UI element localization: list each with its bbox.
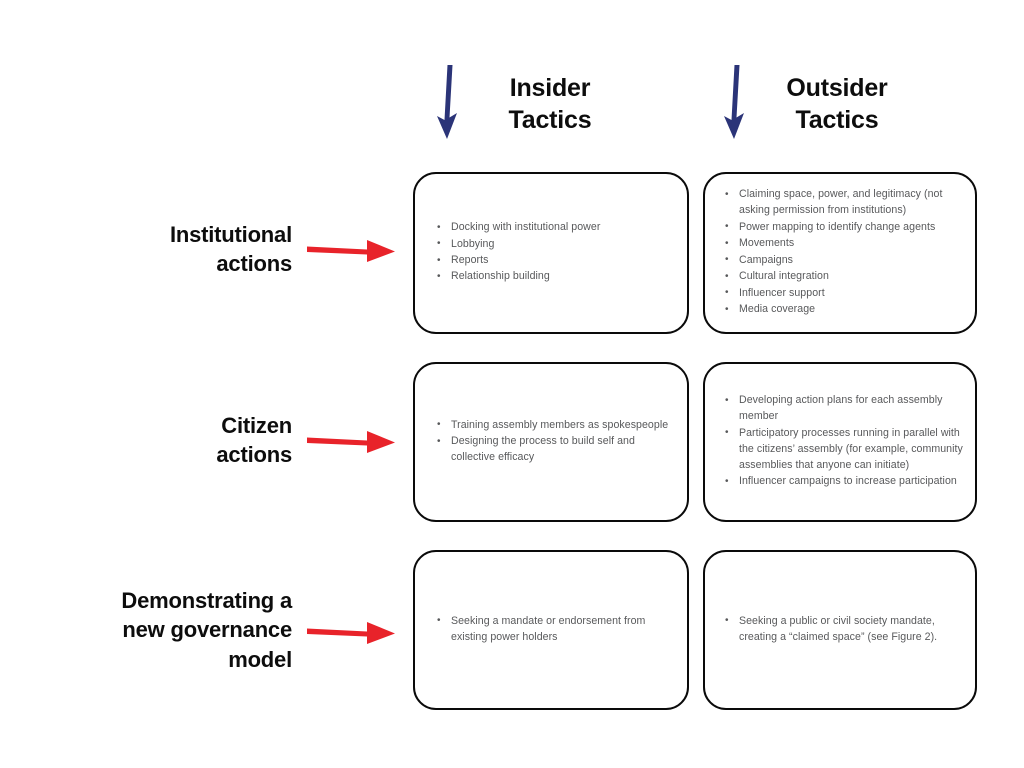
bullet-item: Training assembly members as spokespeopl… [437, 417, 671, 434]
card-outsider-demonstrating-new-governance-model: Seeking a public or civil society mandat… [703, 550, 977, 710]
down-arrow-icon-insider [424, 62, 470, 142]
bullet-item: Power mapping to identify change agents [725, 219, 967, 236]
column-header-insider: Insider Tactics [508, 74, 592, 134]
bullet-item: Influencer campaigns to increase partici… [725, 474, 967, 490]
bullet-item: Developing action plans for each assembl… [725, 393, 967, 425]
right-arrow-icon-row-1 [305, 424, 397, 458]
bullet-item: Reports [437, 253, 671, 269]
card-insider-demonstrating-new-governance-model: Seeking a mandate or endorsement from ex… [413, 550, 689, 710]
bullet-list: Seeking a mandate or endorsement from ex… [415, 613, 687, 646]
bullet-item: Designing the process to build self and … [437, 434, 671, 466]
bullet-item: Campaigns [725, 252, 967, 269]
bullet-item: Participatory processes running in paral… [725, 425, 967, 474]
row-label-institutional-actions: Institutional actions [169, 222, 292, 277]
bullet-item: Seeking a mandate or endorsement from ex… [437, 613, 671, 646]
card-insider-institutional-actions: Docking with institutional powerLobbying… [413, 172, 689, 334]
bullet-item: Cultural integration [725, 269, 967, 285]
bullet-item: Lobbying [437, 236, 671, 253]
right-arrow-icon-row-0 [305, 233, 397, 267]
down-arrow-icon-outsider [711, 62, 757, 142]
bullet-list: Claiming space, power, and legitimacy (n… [705, 187, 975, 318]
bullet-item: Influencer support [725, 285, 967, 302]
bullet-list: Training assembly members as spokespeopl… [415, 417, 687, 467]
card-outsider-institutional-actions: Claiming space, power, and legitimacy (n… [703, 172, 977, 334]
column-header-outsider: Outsider Tactics [786, 74, 888, 134]
bullet-item: Seeking a public or civil society mandat… [725, 613, 967, 646]
right-arrow-icon-row-2 [305, 615, 397, 649]
bullet-item: Claiming space, power, and legitimacy (n… [725, 187, 967, 219]
bullet-item: Docking with institutional power [437, 220, 671, 236]
bullet-item: Relationship building [437, 269, 671, 285]
card-insider-citizen-actions: Training assembly members as spokespeopl… [413, 362, 689, 522]
bullet-item: Media coverage [725, 302, 967, 318]
bullet-list: Docking with institutional powerLobbying… [415, 220, 687, 286]
row-label-demonstrating-new-governance-model: Demonstrating a new governance model [121, 588, 292, 672]
bullet-item: Movements [725, 236, 967, 252]
card-outsider-citizen-actions: Developing action plans for each assembl… [703, 362, 977, 522]
bullet-list: Developing action plans for each assembl… [705, 393, 975, 490]
row-label-citizen-actions: Citizen actions [216, 413, 292, 468]
bullet-list: Seeking a public or civil society mandat… [705, 613, 975, 646]
